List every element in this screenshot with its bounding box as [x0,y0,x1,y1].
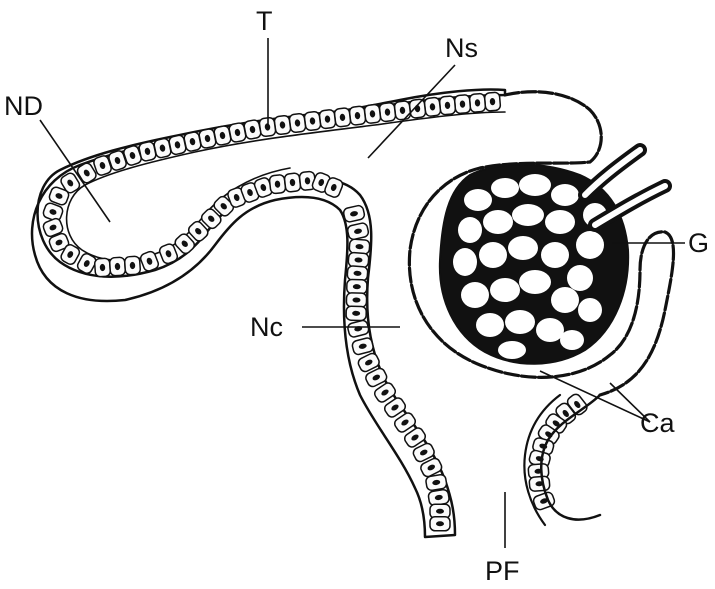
label-nd: ND [4,91,43,121]
label-ns: Ns [445,33,478,63]
connecting-tubule-cells [343,205,450,531]
label-pf: PF [485,556,520,586]
tube-cells [42,92,501,277]
label-ca: Ca [640,408,675,438]
label-nc: Nc [250,312,283,342]
label-g: G [688,228,709,258]
label-t: T [256,6,273,36]
